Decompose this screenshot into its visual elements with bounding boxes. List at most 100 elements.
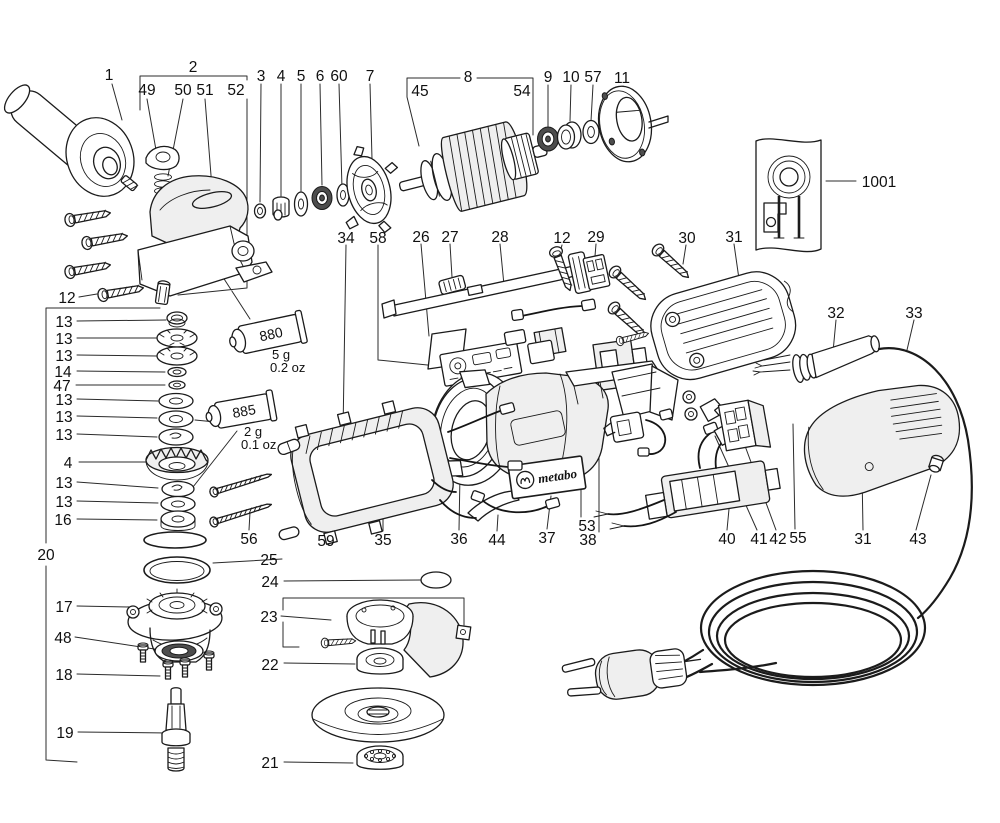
- spindle-washer-stack: [143, 311, 211, 584]
- housing-shell-inner: [650, 271, 797, 381]
- field-coil: [277, 400, 561, 545]
- callout-23: 23: [260, 609, 277, 626]
- wire-ends: [752, 354, 791, 376]
- callout-2: 2: [189, 59, 198, 76]
- callout-19: 19: [56, 725, 73, 742]
- spindle-lock-latch: [145, 145, 180, 171]
- callout-8: 8: [464, 69, 473, 86]
- seal-ring-48: [154, 640, 204, 662]
- callout-51: 51: [196, 82, 213, 99]
- clamp-nut-21: [356, 745, 404, 770]
- callout-44: 44: [488, 532, 506, 549]
- tube-885-amount-oz: 0.1 oz: [241, 437, 276, 452]
- callout-13f: 13: [55, 427, 72, 444]
- callout-32: 32: [827, 305, 844, 322]
- callout-5: 5: [297, 68, 306, 85]
- callout-13d: 13: [55, 392, 72, 409]
- callout-25: 25: [260, 552, 277, 569]
- callout-45: 45: [411, 83, 428, 100]
- callout-33: 33: [905, 305, 922, 322]
- tube-880-code: 880: [258, 324, 284, 345]
- callout-7: 7: [366, 68, 375, 85]
- callout-13a: 13: [55, 314, 72, 331]
- callout-47: 47: [53, 378, 70, 395]
- callout-34: 34: [337, 230, 355, 247]
- callout-labels: 1 2 49 50 51 52 3 4 5 6 60 7 45 8 54 9 1…: [37, 59, 926, 772]
- wire-38: [637, 408, 674, 457]
- electronics-module: [593, 421, 781, 530]
- motor-housing: [430, 360, 679, 486]
- callout-56: 56: [240, 531, 257, 548]
- pinion-parts: [253, 183, 350, 221]
- switch-block-55: [717, 399, 772, 452]
- callout-35: 35: [374, 532, 391, 549]
- callout-9: 9: [544, 69, 553, 86]
- housing-shell-outer: [803, 384, 961, 497]
- cap-43: [928, 454, 945, 473]
- callout-4b: 4: [64, 455, 73, 472]
- switch-lever-53: [603, 411, 645, 443]
- grease-tube-885: 885: [205, 389, 278, 429]
- armature: [398, 121, 548, 212]
- air-guide-disc: [597, 85, 653, 163]
- cord-sleeve: [792, 335, 880, 384]
- crown-gear: [145, 446, 209, 481]
- callout-6: 6: [316, 68, 325, 85]
- callout-52: 52: [227, 82, 244, 99]
- power-cable: [660, 347, 973, 687]
- callout-37: 37: [538, 530, 555, 547]
- grinding-disc: [311, 687, 445, 743]
- callout-13g: 13: [55, 475, 72, 492]
- callout-36: 36: [450, 531, 467, 548]
- metabo-logo-icon: [516, 470, 535, 490]
- callout-28: 28: [491, 229, 508, 246]
- callout-13h: 13: [55, 494, 72, 511]
- callout-12b: 12: [553, 230, 570, 247]
- inner-flange-22: [356, 647, 404, 675]
- callout-17: 17: [55, 599, 72, 616]
- spindle-19: [161, 687, 191, 772]
- callout-13b: 13: [55, 331, 72, 348]
- callout-41: 41: [750, 531, 767, 548]
- power-plug: [561, 648, 702, 700]
- callout-13c: 13: [55, 348, 72, 365]
- callout-54: 54: [513, 83, 531, 100]
- brand-name: metabo: [537, 466, 578, 486]
- screws-12: [63, 205, 146, 303]
- callout-50: 50: [174, 82, 192, 99]
- brand-plate: metabo: [507, 455, 587, 500]
- callout-16: 16: [54, 512, 71, 529]
- callout-29: 29: [587, 229, 604, 246]
- callout-27: 27: [441, 229, 458, 246]
- callout-21: 21: [261, 755, 278, 772]
- callout-31a: 31: [725, 229, 742, 246]
- callout-20: 20: [37, 547, 55, 564]
- callout-1001: 1001: [862, 174, 896, 191]
- side-handle: [3, 84, 139, 197]
- callout-18: 18: [55, 667, 72, 684]
- callout-38: 38: [579, 532, 596, 549]
- leader-lines: [45, 75, 932, 764]
- callout-58: 58: [369, 230, 386, 247]
- terminal-caps: [682, 390, 698, 421]
- pad-24: [420, 571, 452, 589]
- callout-12a: 12: [58, 290, 75, 307]
- wheel-guard: [320, 599, 472, 678]
- tube-880-amount-oz: 0.2 oz: [270, 360, 305, 375]
- inset-1001: [755, 138, 822, 253]
- gear-case: [137, 175, 273, 306]
- bearing-flange: [126, 588, 223, 663]
- callout-1: 1: [105, 67, 114, 84]
- callout-42: 42: [769, 531, 786, 548]
- grease-tube-880: 880: [229, 309, 308, 355]
- callout-30: 30: [678, 230, 696, 247]
- callout-24: 24: [261, 574, 279, 591]
- callout-48: 48: [54, 630, 71, 647]
- callout-53: 53: [578, 518, 595, 535]
- callout-3: 3: [257, 68, 266, 85]
- callout-57: 57: [584, 69, 601, 86]
- callout-10: 10: [562, 69, 580, 86]
- callout-14: 14: [54, 364, 72, 381]
